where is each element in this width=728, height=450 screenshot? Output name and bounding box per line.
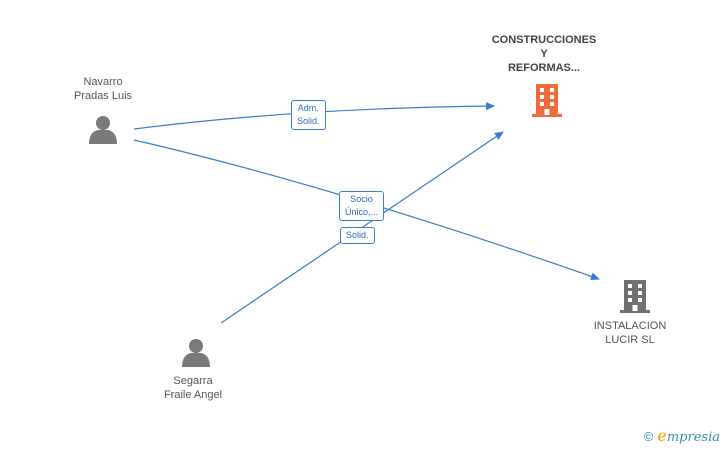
brand-watermark: ©empresia: [644, 426, 720, 445]
copyright-symbol: ©: [643, 429, 654, 444]
edge-label-line: Único,...: [345, 207, 379, 217]
company-name-line: CONSTRUCCIONES: [491, 34, 597, 46]
edge-label-line: Socio: [350, 194, 373, 204]
brand-logo-e: e: [657, 426, 667, 445]
company-name-line: INSTALACION: [593, 320, 667, 332]
person-name-line: Segarra: [173, 375, 213, 387]
person-name-segarra[interactable]: Segarra Fraile Angel: [143, 374, 243, 402]
company-name-construcciones[interactable]: CONSTRUCCIONES Y REFORMAS...: [480, 33, 608, 75]
edge-label-line: Solid.: [346, 230, 369, 240]
building-icon[interactable]: [620, 280, 650, 313]
brand-logo-text: mpresia: [666, 430, 720, 445]
edge-label-line: Adm.: [297, 103, 319, 113]
person-icon[interactable]: [182, 339, 210, 367]
company-name-line: LUCIR SL: [605, 334, 655, 346]
edge-label-adm-solid: Adm. Solid.: [291, 100, 326, 130]
person-name-line: Fraile Angel: [163, 389, 223, 401]
company-name-line: Y: [540, 48, 548, 60]
edge-label-socio-unico: Socio Único,...: [339, 191, 385, 221]
company-name-instalacion[interactable]: INSTALACION LUCIR SL: [580, 319, 680, 347]
person-name-line: Pradas Luis: [73, 90, 133, 102]
person-icon[interactable]: [89, 116, 117, 144]
person-name-line: Navarro: [83, 76, 123, 88]
person-name-navarro[interactable]: Navarro Pradas Luis: [53, 75, 153, 103]
company-name-line: REFORMAS...: [507, 62, 581, 74]
edge-label-solid: Solid.: [340, 227, 375, 244]
edge-label-line: Solid.: [297, 116, 320, 126]
building-icon[interactable]: [532, 84, 562, 117]
